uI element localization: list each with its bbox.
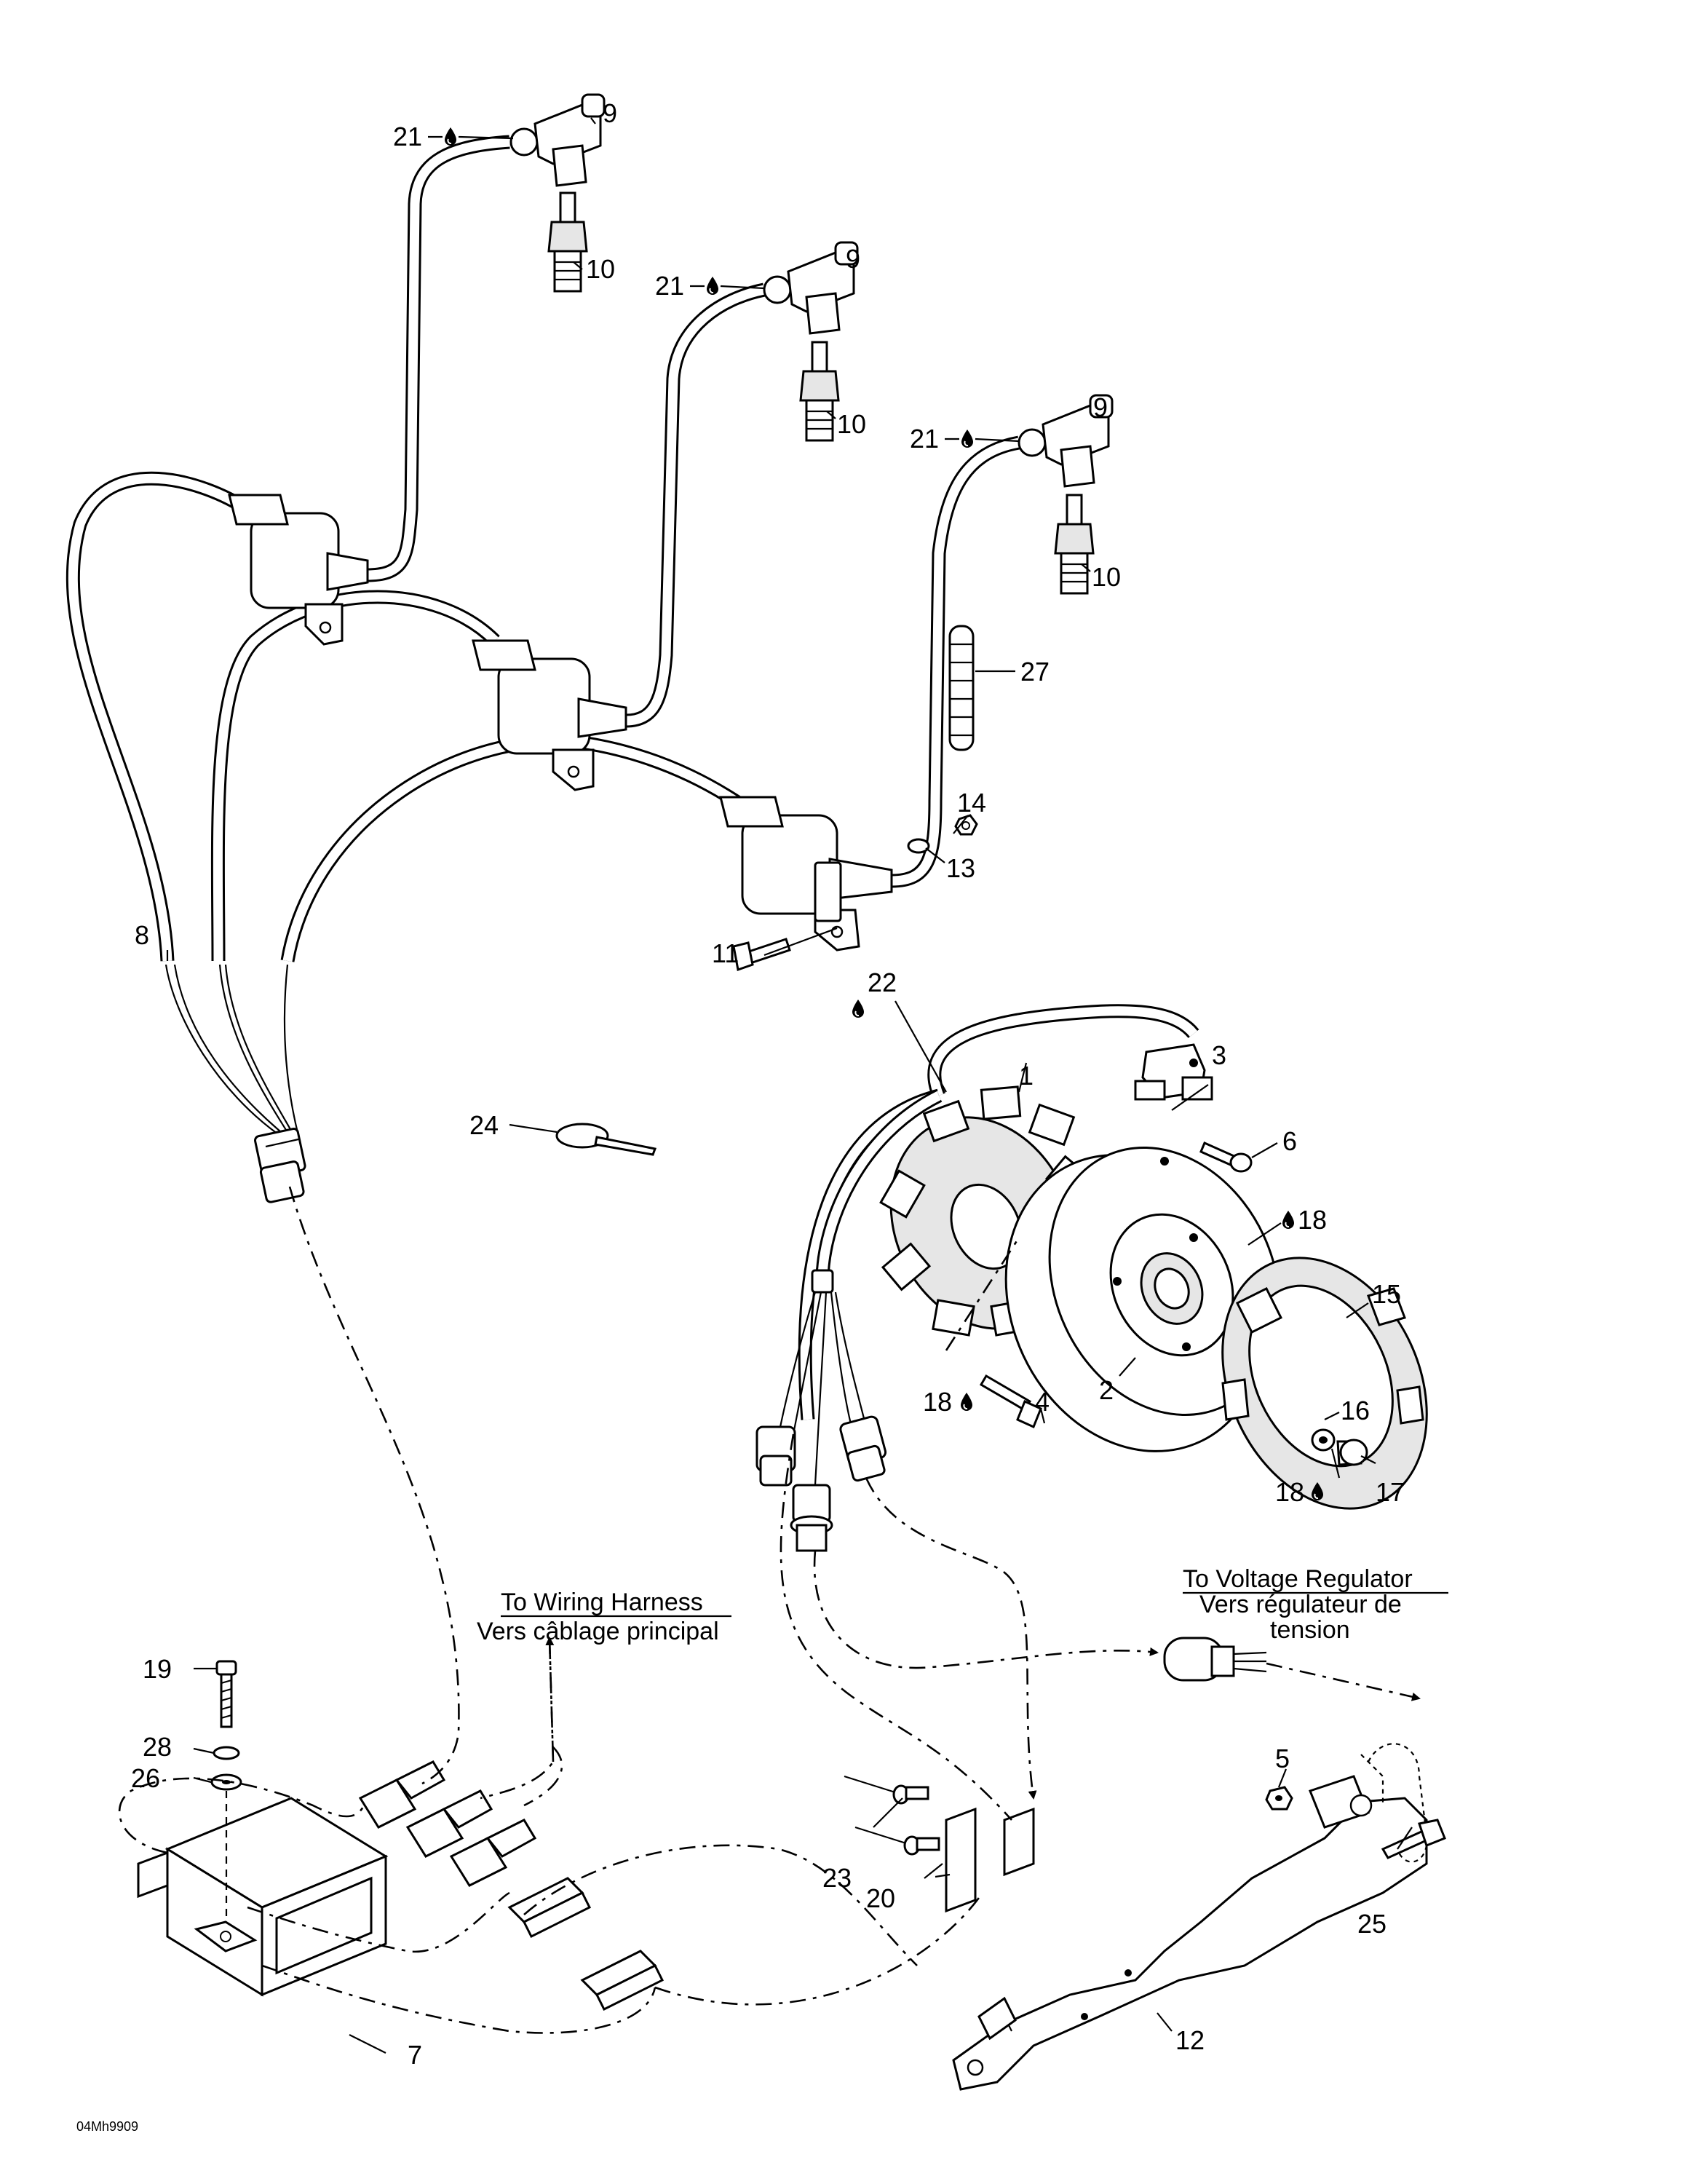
- callout-21: 21: [655, 271, 684, 301]
- callout-9: 9: [846, 244, 860, 274]
- magneto-flywheel: [1004, 1147, 1281, 1452]
- callout-20: 20: [866, 1883, 895, 1913]
- screw-17: [1336, 1439, 1368, 1466]
- spark-plug: [799, 341, 840, 442]
- wiring-harness-note-fr: Vers câblage principal: [477, 1618, 719, 1645]
- callout-21: 21: [393, 122, 422, 151]
- callout-25: 25: [1357, 1909, 1387, 1939]
- ignition-coil: [228, 494, 369, 646]
- wiring-harness-note-en: To Wiring Harness: [501, 1588, 703, 1616]
- screw-25: [1381, 1819, 1446, 1859]
- callout-10: 10: [586, 254, 615, 284]
- drop-icon: [444, 127, 457, 146]
- callout-7: 7: [408, 2040, 422, 2070]
- callout-19: 19: [143, 1654, 172, 1684]
- spark-plug-cap: [509, 93, 606, 187]
- drop-icon: [960, 1392, 973, 1412]
- routing-lines: [118, 1186, 1159, 2034]
- callout-10: 10: [837, 409, 866, 439]
- drop-icon: [1282, 1210, 1295, 1230]
- stator-wiring: [755, 1004, 1199, 1552]
- callout-12: 12: [1175, 2025, 1205, 2055]
- callout-15: 15: [1372, 1279, 1401, 1309]
- callout-5: 5: [1275, 1744, 1290, 1773]
- voltage-regulator-note-en: To Voltage Regulator: [1183, 1565, 1413, 1593]
- callout-4: 4: [1035, 1387, 1050, 1417]
- callout-23: 23: [822, 1863, 852, 1893]
- tie-rap: [555, 1123, 657, 1156]
- trigger-coil: [1134, 1043, 1253, 1173]
- callout-9: 9: [1093, 392, 1108, 422]
- washer-16: [1311, 1428, 1336, 1452]
- callout-18: 18: [1298, 1205, 1327, 1235]
- flywheel-screw: [945, 1237, 1042, 1429]
- spark-plug-cap: [1017, 394, 1114, 488]
- callout-10: 10: [1092, 562, 1121, 592]
- callout-1: 1: [1019, 1061, 1034, 1091]
- callout-22: 22: [868, 968, 897, 997]
- callout-16: 16: [1341, 1396, 1370, 1425]
- rivets-and-plates: [844, 1775, 1035, 1913]
- callout-17: 17: [1376, 1477, 1405, 1507]
- callout-26: 26: [131, 1763, 160, 1793]
- callout-13: 13: [946, 853, 975, 883]
- drop-icon: [961, 429, 974, 448]
- regulator-connector: [1163, 1637, 1421, 1701]
- callout-2: 2: [1099, 1375, 1114, 1405]
- callout-24: 24: [469, 1110, 499, 1140]
- cdi-fasteners: [210, 1660, 242, 1922]
- diagram-code: 04Mh9909: [76, 2119, 138, 2134]
- spark-plug-caps-and-plugs: [509, 93, 1114, 595]
- spark-plug-cap: [763, 241, 859, 335]
- harness-connectors: [358, 1760, 665, 2011]
- drop-icon: [706, 276, 719, 296]
- ignition-coils: [228, 494, 893, 951]
- callout-labels: 21 9 10 21 9 10 21 9 10 27 14 13 11 8 22…: [131, 98, 1405, 2070]
- mounting-bracket: [952, 1754, 1428, 2091]
- callout-9: 9: [603, 98, 617, 128]
- callout-18: 18: [1275, 1477, 1304, 1507]
- callout-11: 11: [712, 938, 739, 968]
- voltage-regulator-note-fr-1: Vers régulateur de: [1199, 1591, 1402, 1618]
- spark-plug: [547, 191, 588, 293]
- starting-ring: [1221, 1257, 1428, 1510]
- routing-notes: To Wiring Harness Vers câblage principal…: [477, 1565, 1448, 1645]
- drop-icon: [852, 999, 865, 1018]
- cdi-module: [137, 1797, 389, 1997]
- callout-14: 14: [957, 788, 986, 818]
- ignition-coil: [472, 639, 627, 791]
- leader-lines: [166, 117, 1413, 2054]
- callout-21: 21: [910, 424, 939, 454]
- nut-5: [1265, 1786, 1293, 1811]
- callout-3: 3: [1212, 1040, 1226, 1070]
- callout-28: 28: [143, 1732, 172, 1762]
- callout-18: 18: [923, 1387, 952, 1417]
- ignition-coil: [719, 796, 893, 951]
- voltage-regulator-note-fr-2: tension: [1270, 1616, 1350, 1644]
- protective-sleeve: [948, 625, 975, 751]
- coil-fasteners: [732, 814, 978, 971]
- spark-plug: [1054, 494, 1095, 595]
- callout-6: 6: [1282, 1126, 1297, 1156]
- callout-8: 8: [135, 920, 149, 950]
- callout-27: 27: [1020, 657, 1050, 687]
